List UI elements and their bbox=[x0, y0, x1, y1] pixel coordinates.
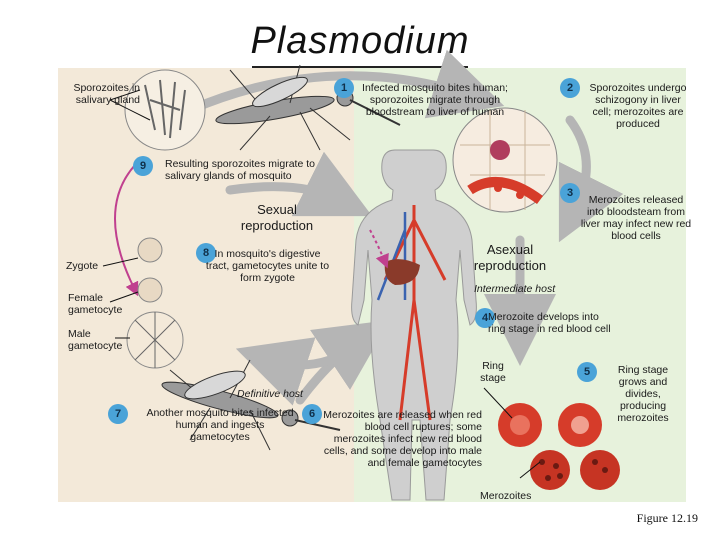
step-3-circle: 3 bbox=[560, 183, 580, 203]
mosquito-bottom bbox=[161, 359, 341, 451]
step-1-text: Infected mosquito bites human; sporozoit… bbox=[362, 82, 508, 118]
step-1-circle: 1 bbox=[334, 78, 354, 98]
step-5-text: Ring stage grows and divides, producing … bbox=[617, 364, 669, 424]
step-8-circle: 8 bbox=[196, 243, 216, 263]
step-7-text: Another mosquito bites infected human an… bbox=[146, 407, 294, 443]
title-underline bbox=[252, 66, 468, 68]
step-7-circle: 7 bbox=[108, 404, 128, 424]
step-9-circle: 9 bbox=[133, 156, 153, 176]
cycle-arrows bbox=[185, 49, 624, 406]
merozoites-label: Merozoites bbox=[480, 490, 532, 502]
step-5-circle: 5 bbox=[577, 362, 597, 382]
step-2-circle: 2 bbox=[560, 78, 580, 98]
ring-stage-label: Ring stage bbox=[480, 360, 506, 384]
arrow-to-mosquito bbox=[235, 337, 335, 406]
step-9-text: Resulting sporozoites migrate to salivar… bbox=[165, 158, 315, 182]
gametocyte-cells bbox=[126, 237, 184, 369]
step-4-text: Merozoite develops into ring stage in re… bbox=[488, 311, 611, 335]
female-gametocyte-label: Female gametocyte bbox=[68, 292, 123, 316]
arrow-from-gametes bbox=[225, 151, 373, 217]
step-4-circle: 4 bbox=[475, 308, 495, 328]
step-2-text: Sporozoites undergo schizogony in liver … bbox=[589, 82, 687, 130]
liver-cell-detail bbox=[452, 107, 558, 213]
sexual-reproduction-label: Sexual reproduction bbox=[240, 202, 314, 233]
red-blood-cells bbox=[498, 403, 620, 490]
intermediate-host-label: Intermediate host bbox=[474, 283, 556, 295]
zygote-label: Zygote bbox=[66, 260, 99, 272]
step-3-text: Merozoites released into bloodsteam from… bbox=[580, 194, 692, 242]
asexual-reproduction-label: Asexual reproduction bbox=[473, 242, 547, 273]
step-6-circle: 6 bbox=[302, 404, 322, 424]
step-6-text: Merozoites are released when red blood c… bbox=[323, 409, 482, 469]
human-figure bbox=[351, 149, 477, 501]
sporozoites-in-salivary-gland-label: Sporozoites in salivary gland bbox=[73, 82, 140, 106]
pointer-lines bbox=[102, 89, 541, 479]
mosquito-top bbox=[215, 64, 401, 151]
definitive-host-label: Definitive host bbox=[237, 388, 303, 400]
definitive-host-panel bbox=[58, 68, 354, 502]
liver-icon bbox=[384, 259, 420, 285]
male-gametocyte-label: Male gametocyte bbox=[68, 328, 123, 352]
step-8-text: In mosquito's digestive tract, gametocyt… bbox=[205, 248, 330, 284]
salivary-gland-detail bbox=[124, 69, 206, 151]
arrow-right bbox=[558, 115, 624, 243]
figure-caption: Figure 12.19 bbox=[636, 511, 698, 525]
arrow-top bbox=[185, 49, 505, 119]
pink-cycle-arc bbox=[114, 164, 139, 297]
